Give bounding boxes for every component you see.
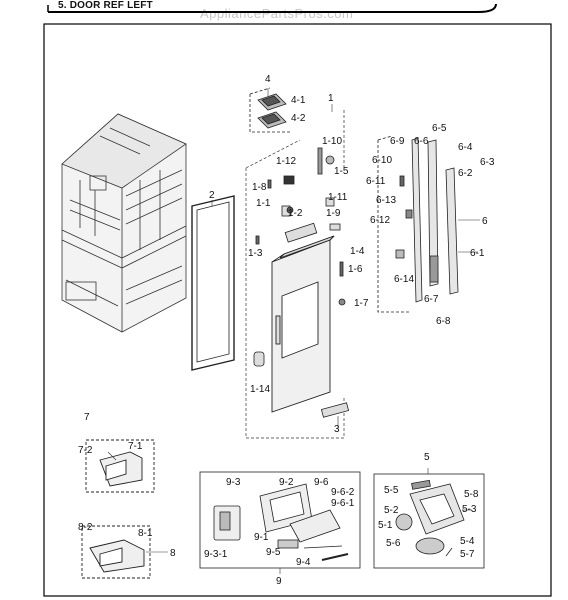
- watermark: AppliancePartsPros.com: [200, 6, 354, 21]
- label-1-12: 1-12: [276, 156, 296, 167]
- label-6-12: 6-12: [370, 215, 390, 226]
- label-8: 8: [170, 548, 176, 559]
- label-1-8: 1-8: [252, 182, 267, 193]
- label-5-3: 5-3: [462, 504, 477, 515]
- label-1-2: 1-2: [288, 208, 303, 219]
- label-9-3-1: 9-3-1: [204, 549, 228, 560]
- label-6-5: 6-5: [432, 123, 447, 134]
- label-5-5: 5-5: [384, 485, 399, 496]
- label-5-2: 5-2: [384, 505, 399, 516]
- label-5-7: 5-7: [460, 549, 475, 560]
- label-5: 5: [424, 452, 430, 463]
- callout-labels: 4 1 2 3 6 7 8 9 5 4-1 4-2 1-10 1-12 1-5 …: [78, 74, 495, 587]
- label-9-2: 9-2: [279, 477, 294, 488]
- label-1-6: 1-6: [348, 264, 363, 275]
- label-5-1: 5-1: [378, 520, 393, 531]
- label-6-6: 6-6: [414, 136, 429, 147]
- door-panel: [271, 235, 335, 413]
- label-5-6: 5-6: [386, 538, 401, 549]
- door-bin-7: [85, 439, 155, 493]
- label-6-13: 6-13: [376, 195, 396, 206]
- label-9-4: 9-4: [296, 557, 311, 568]
- label-1-9: 1-9: [326, 208, 341, 219]
- label-9-1: 9-1: [254, 532, 269, 543]
- label-4-1: 4-1: [291, 95, 306, 106]
- label-9-6: 9-6: [314, 477, 329, 488]
- label-1-4: 1-4: [350, 246, 365, 257]
- label-1-3: 1-3: [248, 248, 263, 259]
- label-1: 1: [328, 93, 334, 104]
- label-6-2: 6-2: [458, 168, 473, 179]
- label-9: 9: [276, 576, 282, 587]
- label-6-14: 6-14: [394, 274, 414, 285]
- door-gasket: [191, 195, 235, 371]
- label-1-5: 1-5: [334, 166, 349, 177]
- dispenser-group: [199, 471, 361, 569]
- door-bin-8: [81, 525, 151, 579]
- refrigerator-cabinet: [61, 113, 187, 333]
- label-6-7: 6-7: [424, 294, 439, 305]
- label-9-6-1: 9-6-1: [331, 498, 355, 509]
- label-9-5: 9-5: [266, 547, 281, 558]
- door-strips: [377, 135, 459, 313]
- label-1-1: 1-1: [256, 198, 271, 209]
- diagram-frame: [43, 23, 552, 597]
- label-7-1: 7-1: [128, 441, 143, 452]
- label-6: 6: [482, 216, 488, 227]
- label-5-4: 5-4: [460, 536, 475, 547]
- label-1-7: 1-7: [354, 298, 369, 309]
- label-4-2: 4-2: [291, 113, 306, 124]
- label-9-3: 9-3: [226, 477, 241, 488]
- door-assembly-group: [245, 110, 345, 439]
- label-8-1: 8-1: [138, 528, 153, 539]
- label-1-11: 1-11: [328, 192, 348, 203]
- label-2: 2: [209, 190, 215, 201]
- label-6-3: 6-3: [480, 157, 495, 168]
- label-6-8: 6-8: [436, 316, 451, 327]
- page-header: 5. DOOR REF LEFT AppliancePartsPros.com: [0, 0, 568, 22]
- label-6-11: 6-11: [366, 176, 386, 187]
- door-small-parts: [253, 147, 350, 418]
- section-title: 5. DOOR REF LEFT: [58, 0, 153, 11]
- label-1-14: 1-14: [250, 384, 270, 395]
- label-6-9: 6-9: [390, 136, 405, 147]
- label-7: 7: [84, 412, 90, 423]
- label-6-10: 6-10: [372, 155, 392, 166]
- label-5-8: 5-8: [464, 489, 479, 500]
- label-8-2: 8-2: [78, 522, 93, 533]
- dispenser-cap: [249, 87, 290, 133]
- leader-lines: [107, 88, 480, 574]
- label-9-6-2: 9-6-2: [331, 487, 355, 498]
- label-7-2: 7-2: [78, 445, 93, 456]
- label-4: 4: [265, 74, 271, 85]
- label-6-1: 6-1: [470, 248, 485, 259]
- label-3: 3: [334, 424, 340, 435]
- label-1-10: 1-10: [322, 136, 342, 147]
- icemaker-group: [373, 473, 485, 569]
- label-6-4: 6-4: [458, 142, 473, 153]
